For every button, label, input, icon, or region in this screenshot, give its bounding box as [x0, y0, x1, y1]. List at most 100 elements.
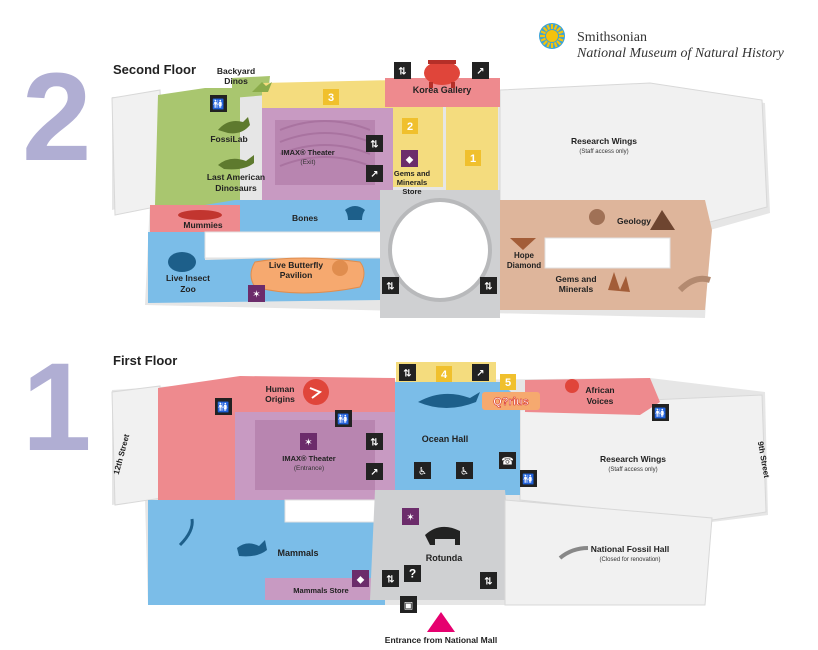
label-butterfly-2: Pavilion	[280, 270, 313, 280]
label-last-american-2: Dinosaurs	[215, 183, 257, 193]
label-insect-zoo-1: Live Insect	[166, 273, 210, 283]
bones-hall[interactable]	[205, 200, 385, 232]
korea-gallery[interactable]	[385, 78, 500, 107]
label-mammals: Mammals	[277, 548, 318, 558]
smithsonian-logo: Smithsonian National Museum of Natural H…	[539, 23, 785, 61]
svg-text:⇅: ⇅	[484, 577, 492, 588]
label-african-voices-2: Voices	[587, 396, 614, 406]
label-entrance: Entrance from National Mall	[385, 635, 497, 645]
label-imax-exit: IMAX® Theater	[281, 148, 335, 157]
mummy-icon	[178, 210, 222, 220]
badge-2[interactable]	[402, 118, 418, 134]
backyard-dino-icon	[252, 82, 272, 92]
label-backyard-dinos-2: Dinos	[224, 76, 248, 86]
food-icon[interactable]: ✶	[248, 285, 265, 302]
elephant-icon	[425, 526, 460, 545]
meteorite-icon	[589, 209, 605, 225]
svg-text:⇅: ⇅	[403, 369, 411, 380]
label-hope-diamond-2: Diamond	[507, 261, 541, 270]
volcano-icon	[650, 210, 675, 230]
qrius-logo[interactable]	[482, 392, 540, 410]
label-fossil-hall: National Fossil Hall	[591, 544, 669, 554]
labels: Backyard Dinos Korea Gallery FossiLab IM…	[112, 66, 771, 645]
label-research-wings-2: Research Wings	[571, 136, 637, 146]
restroom-icon[interactable]: 🚻	[520, 470, 537, 487]
accessible-icon[interactable]: ♿	[456, 462, 473, 479]
elevator-icon[interactable]: ⇅	[399, 364, 416, 381]
label-bones: Bones	[292, 213, 318, 223]
label-mummies: Mummies	[183, 220, 222, 230]
svg-text:⇅: ⇅	[484, 282, 492, 293]
entrance-arrow-icon[interactable]	[427, 612, 455, 632]
label-fossil-hall-sub: (Closed for renovation)	[599, 557, 660, 563]
last-american-dinosaurs-hall[interactable]	[155, 88, 240, 205]
label-rotunda: Rotunda	[426, 553, 463, 563]
sunburst-icon	[539, 23, 565, 49]
escalator-icon[interactable]: ↗	[366, 463, 383, 480]
phone-icon[interactable]: ☎	[499, 452, 516, 469]
badge-5-text: 5	[505, 377, 511, 389]
svg-text:⇅: ⇅	[370, 438, 378, 449]
badge-3[interactable]	[323, 89, 339, 105]
shell-icon	[677, 275, 711, 293]
second-floor-plan	[111, 76, 770, 318]
lockers-icon[interactable]: ▣	[400, 596, 417, 613]
escalator-icon[interactable]: ↗	[472, 364, 489, 381]
national-fossil-hall[interactable]	[504, 499, 713, 606]
amenity-icons: 🚻⇅↗⇅↗◆⇅⇅✶⇅↗🚻🚻🚻✶⇅↗♿♿☎🚻✶◆⇅?⇅▣	[210, 62, 669, 613]
label-geology: Geology	[617, 216, 651, 226]
elevator-icon[interactable]: ⇅	[366, 135, 383, 152]
badge-4[interactable]	[436, 366, 452, 382]
svg-text:⇅: ⇅	[386, 282, 394, 293]
svg-text:⇅: ⇅	[398, 67, 406, 78]
accessible-icon[interactable]: ♿	[414, 462, 431, 479]
human-origins-icon	[303, 379, 329, 405]
food-icon[interactable]: ✶	[402, 508, 419, 525]
restroom-icon[interactable]: 🚻	[335, 410, 352, 427]
elevator-icon[interactable]: ⇅	[394, 62, 411, 79]
label-ocean-hall: Ocean Hall	[422, 434, 469, 444]
crystal-icon	[608, 272, 630, 292]
elevator-icon[interactable]: ⇅	[366, 433, 383, 450]
badge-1[interactable]	[465, 150, 481, 166]
label-research-sub-2: (Staff access only)	[579, 149, 628, 155]
label-imax-entrance: IMAX® Theater	[282, 454, 336, 463]
restroom-icon[interactable]: 🚻	[210, 95, 227, 112]
first-floor-title: First Floor	[113, 353, 177, 368]
badge-4-text: 4	[441, 369, 448, 381]
svg-text:🚻: 🚻	[522, 473, 534, 486]
dinosaur-icon	[218, 155, 254, 170]
svg-text:☎: ☎	[501, 457, 513, 468]
whale-icon	[418, 392, 480, 408]
label-gems-store-2: Minerals	[397, 178, 427, 187]
svg-text:◆: ◆	[406, 155, 414, 166]
svg-text:✶: ✶	[304, 438, 312, 449]
badge-5[interactable]	[500, 374, 516, 390]
info-icon[interactable]: ?	[404, 565, 421, 582]
label-human-origins-1: Human	[266, 384, 295, 394]
shop-icon[interactable]: ◆	[401, 150, 418, 167]
svg-text:♿: ♿	[418, 467, 427, 478]
elevator-icon[interactable]: ⇅	[382, 277, 399, 294]
african-voices-hall[interactable]	[525, 378, 660, 415]
label-insect-zoo-2: Zoo	[180, 284, 196, 294]
qrius-label: Q?rius	[493, 396, 528, 408]
hope-diamond-icon	[510, 238, 536, 250]
elevator-icon[interactable]: ⇅	[480, 572, 497, 589]
fossilab-dino-icon	[218, 117, 250, 134]
floor-number-2: 2	[22, 48, 92, 187]
shop-icon[interactable]: ◆	[352, 570, 369, 587]
restroom-icon[interactable]: 🚻	[215, 398, 232, 415]
svg-text:✶: ✶	[406, 513, 414, 524]
food-icon[interactable]: ✶	[300, 433, 317, 450]
elevator-icon[interactable]: ⇅	[382, 570, 399, 587]
restroom-icon[interactable]: 🚻	[652, 404, 669, 421]
label-imax-exit-sub: (Exit)	[300, 159, 315, 166]
escalator-icon[interactable]: ↗	[366, 165, 383, 182]
escalator-icon[interactable]: ↗	[472, 62, 489, 79]
elevator-icon[interactable]: ⇅	[480, 277, 497, 294]
label-research-sub-1: (Staff access only)	[608, 467, 657, 473]
svg-text:🚻: 🚻	[654, 407, 666, 420]
label-human-origins-2: Origins	[265, 394, 295, 404]
